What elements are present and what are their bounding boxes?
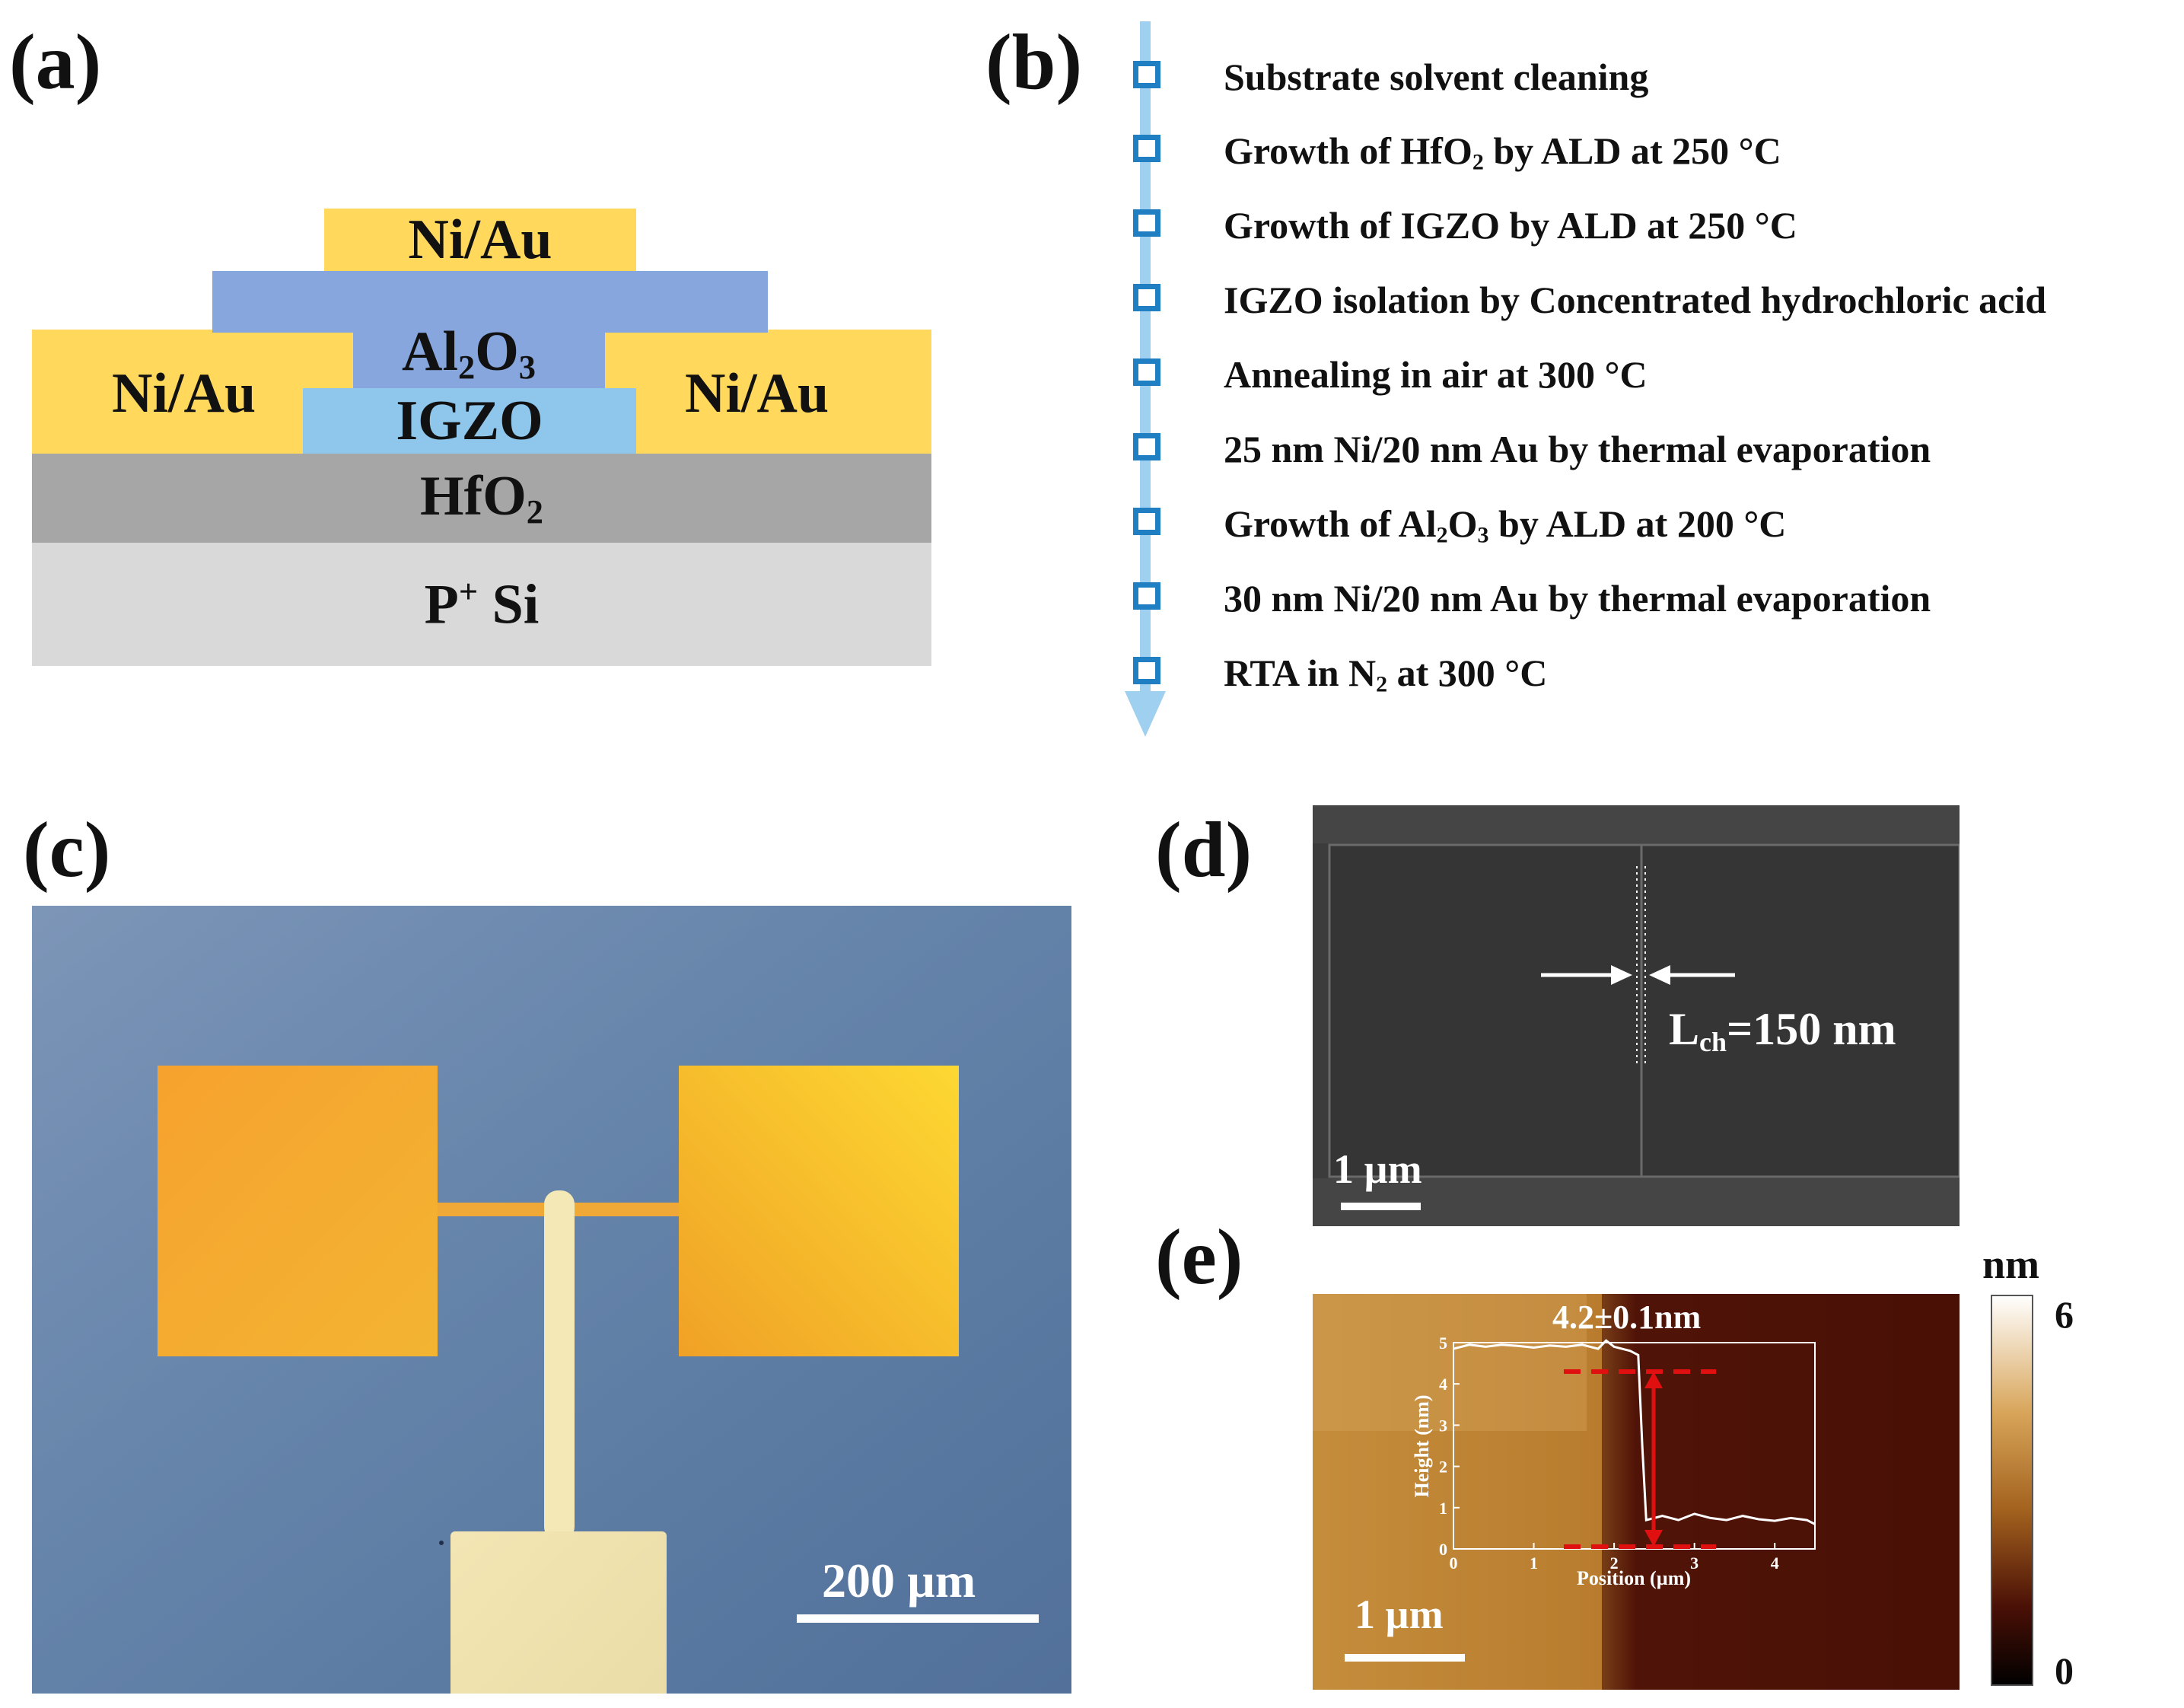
layer-igzo: IGZO: [303, 388, 636, 454]
gate-pad: [450, 1531, 667, 1694]
layer-al2o3-label: Al2O3: [402, 320, 536, 387]
layer-hfo2-label: HfO2: [420, 465, 543, 531]
profile-ylabel: Height (nm): [1411, 1394, 1433, 1497]
process-step: Growth of Al2O3 by ALD at 200 °C: [1224, 502, 1787, 548]
step-arrow-head-down: [1644, 1530, 1663, 1547]
y-tick-label: 3: [1439, 1416, 1447, 1435]
panel-label-a: (a): [9, 18, 102, 106]
x-tick-label: 4: [1771, 1553, 1779, 1573]
process-step: Growth of IGZO by ALD at 250 °C: [1224, 204, 1797, 247]
process-step: RTA in N2 at 300 °C: [1224, 652, 1548, 697]
y-tick-label: 4: [1439, 1375, 1447, 1394]
optical-scale-label: 200 µm: [822, 1553, 976, 1608]
step-marker: [1133, 657, 1160, 684]
panel-label-c: (c): [23, 806, 111, 894]
step-arrow-head-up: [1644, 1372, 1663, 1388]
x-tick-label: 3: [1690, 1553, 1698, 1573]
x-tick-label: 1: [1530, 1553, 1538, 1573]
source-pad: [158, 1066, 438, 1356]
step-marker: [1133, 433, 1160, 460]
left-contact-label: Ni/Au: [112, 362, 256, 425]
step-height-label: 4.2±0.1nm: [1552, 1299, 1702, 1336]
layer-hfo2: HfO2: [32, 454, 931, 543]
sem-scale-label: 1 µm: [1333, 1146, 1422, 1192]
sem-right-electrode: [1640, 843, 1960, 1178]
step-marker: [1133, 209, 1160, 237]
optical-scale-bar: [797, 1614, 1039, 1623]
colorbar-unit: nm: [1982, 1241, 2040, 1287]
process-step: 25 nm Ni/20 nm Au by thermal evaporation: [1224, 428, 1931, 470]
y-tick-label: 0: [1439, 1540, 1447, 1559]
step-marker: [1133, 135, 1160, 162]
layer-top-gate: Ni/Au: [324, 209, 636, 271]
process-step: Growth of HfO2 by ALD at 250 °C: [1224, 129, 1781, 175]
layer-p-si: P+ Si: [32, 543, 931, 666]
y-tick-label: 1: [1439, 1499, 1447, 1518]
profile-series-line: [1453, 1339, 1816, 1525]
y-tick-label: 2: [1439, 1458, 1447, 1477]
channel-length-label: Lch=150 nm: [1669, 1004, 1896, 1057]
layer-right-contact: Ni/Au: [605, 330, 931, 454]
profile-xlabel: Position (µm): [1577, 1567, 1691, 1589]
afm-map: [1313, 1294, 1960, 1690]
layer-al2o3: [212, 271, 768, 333]
panel-label-d: (d): [1155, 806, 1253, 894]
sem-image: [1313, 805, 1960, 1226]
y-tick-label: 5: [1439, 1334, 1447, 1353]
colorbar-min: 0: [2055, 1649, 2074, 1692]
afm-colorbar: [1991, 1295, 2033, 1686]
x-tick-label: 2: [1610, 1553, 1619, 1573]
afm-scale-bar: [1345, 1654, 1465, 1662]
colorbar-max: 6: [2055, 1293, 2074, 1336]
top-gate-label: Ni/Au: [408, 208, 552, 271]
layer-p-si-label: P+ Si: [424, 572, 540, 636]
step-marker: [1133, 508, 1160, 535]
profile-axis-ticks: 0 1 2 3 4 0 1 2 3 4 5: [1439, 1334, 1779, 1573]
sem-left-electrode: [1328, 843, 1648, 1178]
optical-micrograph: [32, 906, 1071, 1694]
sem-scale-bar: [1341, 1203, 1421, 1210]
process-step: IGZO isolation by Concentrated hydrochlo…: [1224, 279, 2047, 321]
layer-left-contact: Ni/Au: [32, 330, 353, 454]
panel-label-b: (b): [985, 18, 1083, 106]
channel-length-arrows: [1541, 965, 1735, 985]
step-marker: [1133, 358, 1160, 386]
process-step: 30 nm Ni/20 nm Au by thermal evaporation: [1224, 577, 1931, 620]
layer-igzo-label: IGZO: [396, 389, 543, 452]
gate-line: [544, 1190, 575, 1541]
x-tick-label: 0: [1450, 1553, 1458, 1573]
step-marker: [1133, 582, 1160, 610]
step-marker: [1133, 284, 1160, 311]
process-step: Annealing in air at 300 °C: [1224, 353, 1648, 396]
afm-scale-label: 1 µm: [1355, 1592, 1444, 1637]
drain-pad: [679, 1066, 959, 1356]
step-marker: [1133, 61, 1160, 88]
panel-label-e: (e): [1155, 1213, 1243, 1301]
afm-height-profile: 0 1 2 3 4 0 1 2 3 4 5 Position (µm) Height (nm): [1411, 1334, 1816, 1589]
right-contact-label: Ni/Au: [685, 362, 829, 425]
layer-al2o3-center: [353, 330, 605, 389]
process-step: Substrate solvent cleaning: [1224, 56, 1649, 98]
